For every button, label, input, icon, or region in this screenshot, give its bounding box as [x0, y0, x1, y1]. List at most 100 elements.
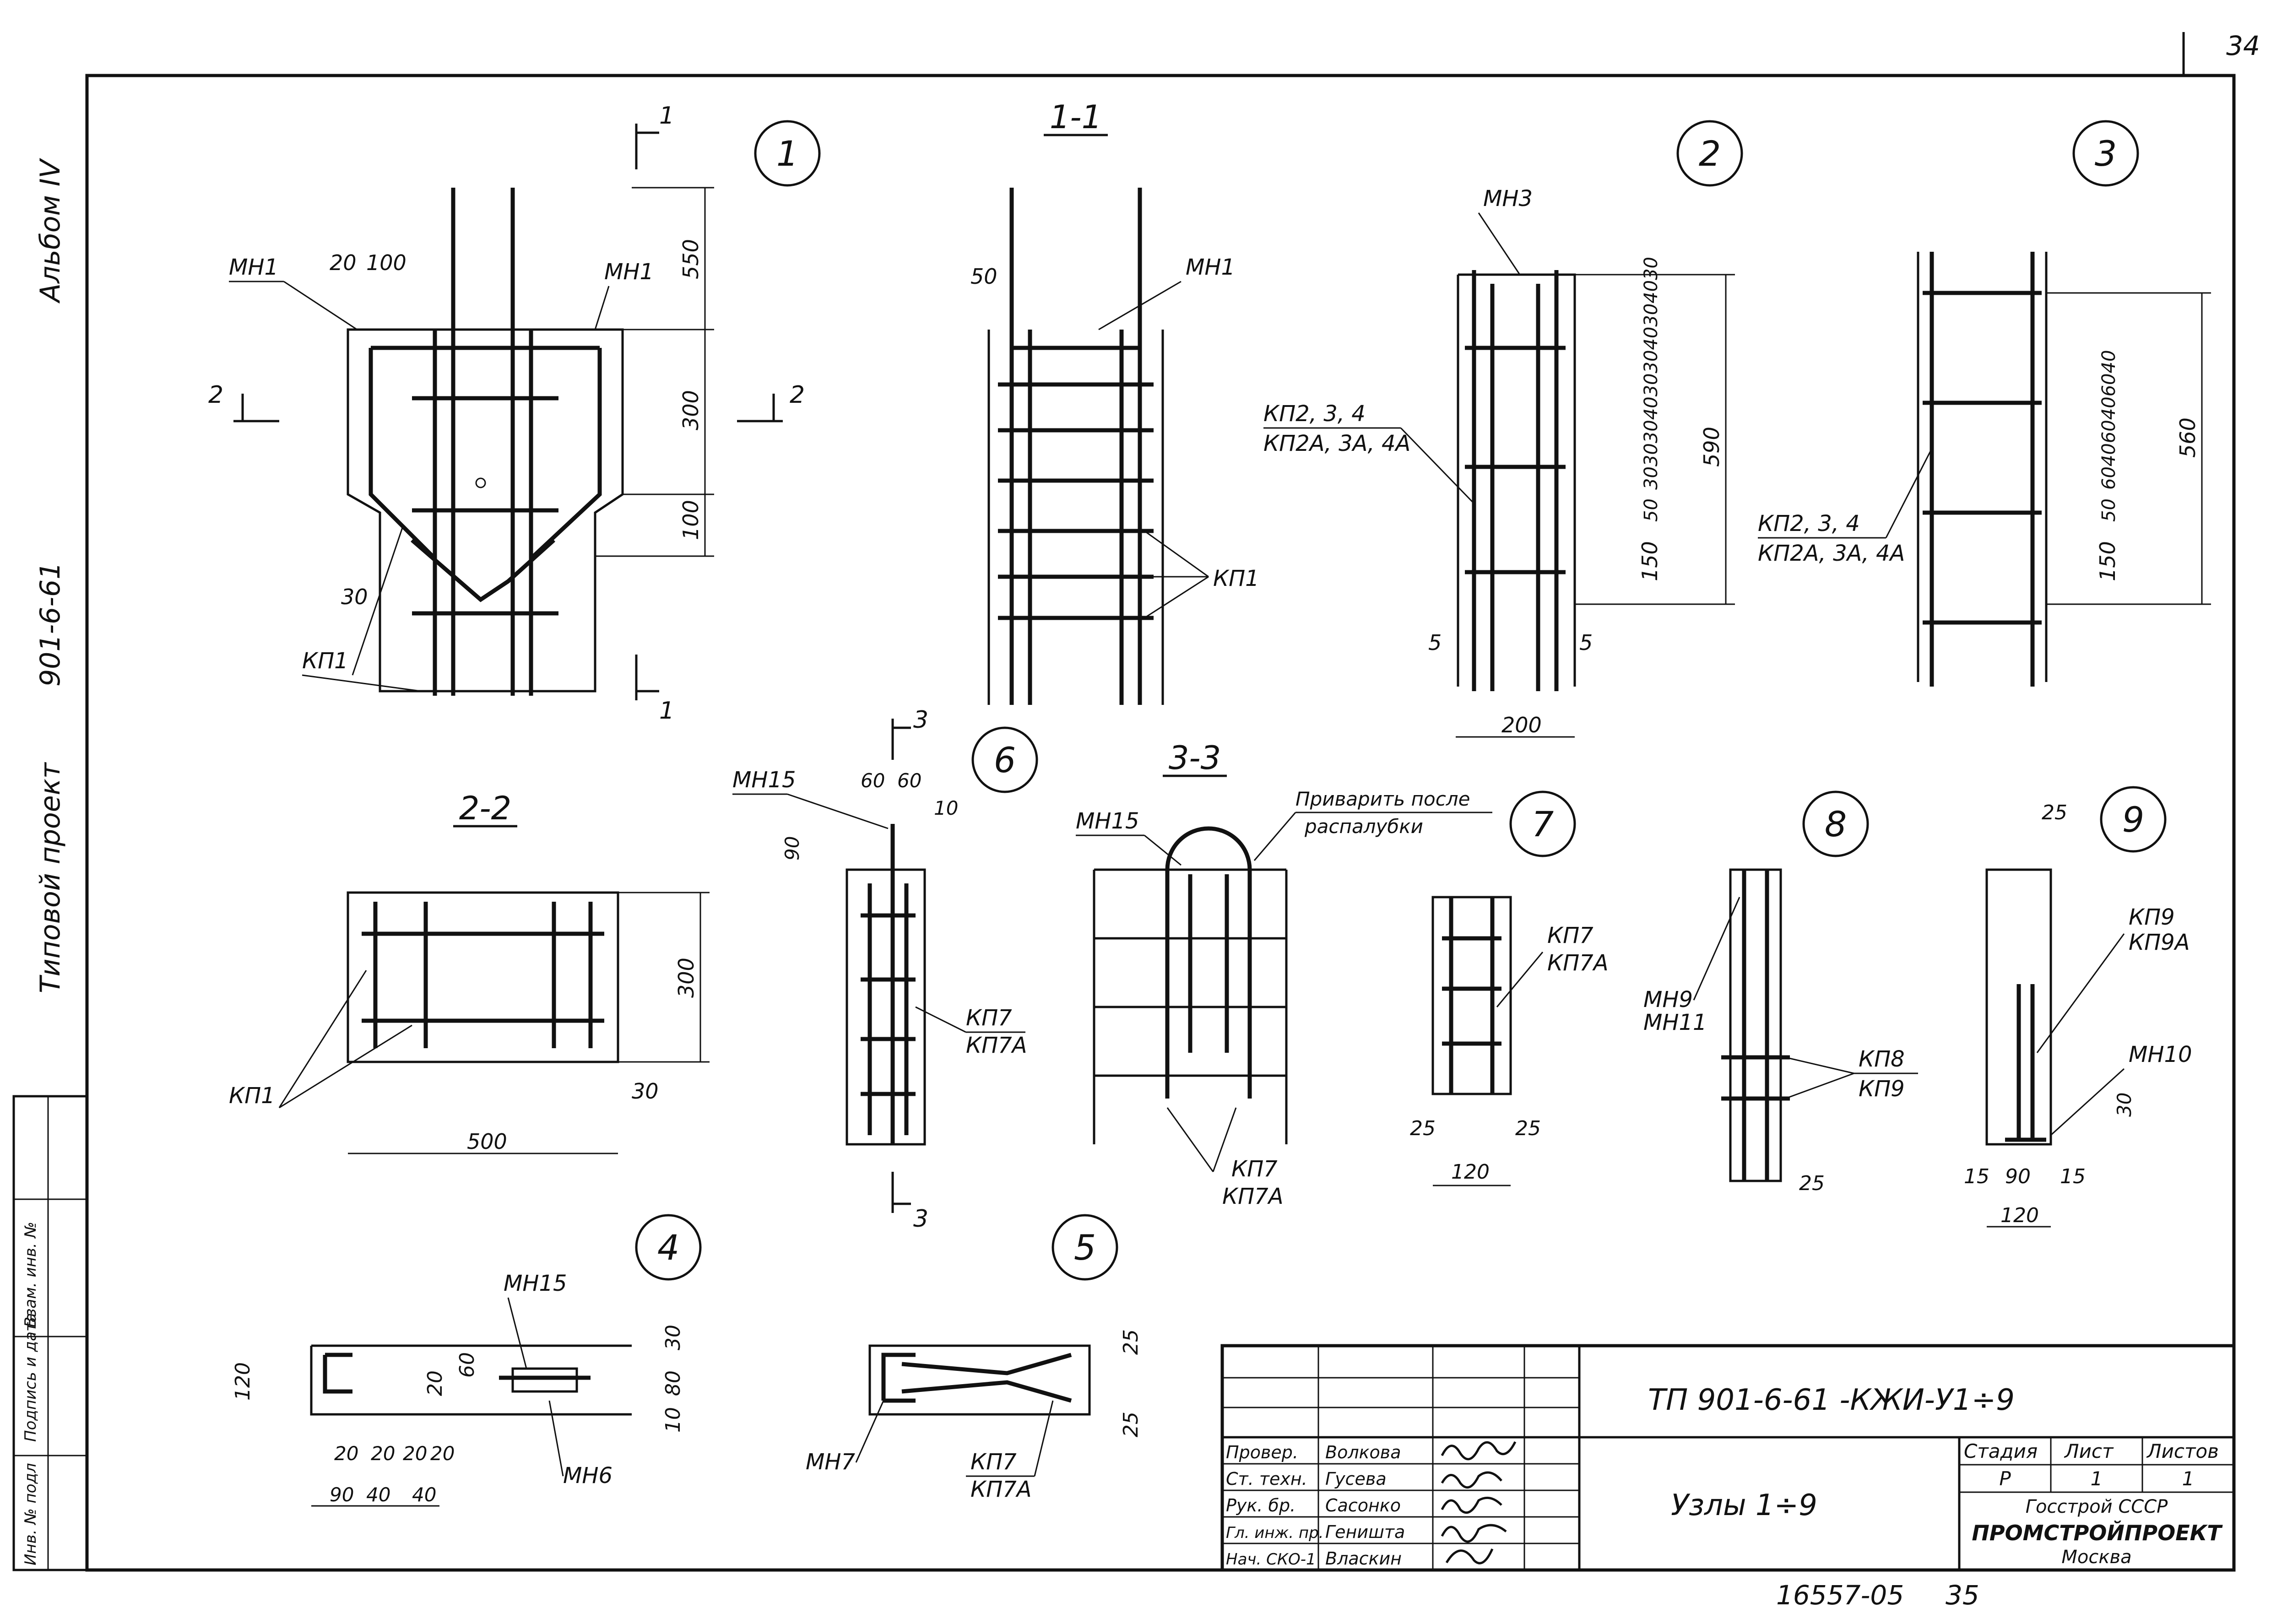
node-marker-9: 9 — [2100, 786, 2167, 853]
svg-text:90: 90 — [330, 1483, 354, 1506]
svg-text:1: 1 — [2091, 1467, 2103, 1490]
drawing-code: ТП 901-6-61 -КЖИ-У1÷9 — [1648, 1383, 2015, 1417]
svg-text:распалубки: распалубки — [1304, 815, 1423, 838]
svg-text:100: 100 — [366, 250, 407, 275]
svg-text:Геништа: Геништа — [1325, 1522, 1405, 1542]
svg-text:МН6: МН6 — [563, 1463, 612, 1489]
node-marker-1: 1 — [754, 120, 821, 187]
svg-text:КП2, 3, 4: КП2, 3, 4 — [1263, 401, 1366, 427]
svg-text:МН15: МН15 — [1076, 808, 1139, 834]
svg-text:МН15: МН15 — [732, 767, 796, 793]
svg-text:50: 50 — [2098, 498, 2119, 522]
svg-text:Стадия: Стадия — [1964, 1440, 2038, 1462]
svg-text:МН9: МН9 — [1643, 987, 1693, 1012]
title-block: ТП 901-6-61 -КЖИ-У1÷9 Узлы 1÷9 Стадия Ли… — [1220, 1344, 2236, 1572]
node-marker-2: 2 — [1676, 120, 1743, 187]
svg-text:9: 9 — [2122, 799, 2144, 840]
svg-text:604060406040: 604060406040 — [2098, 350, 2119, 490]
svg-text:60: 60 — [455, 1352, 479, 1378]
svg-text:25: 25 — [1515, 1117, 1541, 1140]
svg-text:КП2А, 3А, 4А: КП2А, 3А, 4А — [1263, 431, 1410, 456]
svg-text:ПРОМСТРОЙПРОЕКТ: ПРОМСТРОЙПРОЕКТ — [1972, 1521, 2223, 1545]
svg-text:МН1: МН1 — [604, 259, 654, 285]
svg-text:20: 20 — [430, 1442, 455, 1465]
signature-4 — [1441, 1524, 1507, 1543]
stamp-sign-label: Подпись и дата — [22, 1313, 40, 1442]
node-7-drawing: КП7 КП7А 25 25 120 — [1410, 896, 1609, 1186]
svg-text:1: 1 — [659, 102, 674, 130]
album-label: Альбом IV — [34, 158, 66, 304]
svg-text:30: 30 — [632, 1079, 659, 1104]
svg-text:КП7: КП7 — [1231, 1156, 1278, 1182]
svg-text:550: 550 — [678, 239, 703, 279]
svg-text:КП7А: КП7А — [970, 1477, 1032, 1502]
section-3-3-drawing: 3-3 Приварить после распалубки МН15 КП7 … — [1076, 739, 1492, 1209]
node-3-drawing: 560 150 50 604060406040 КП2, 3, 4 КП2А, … — [1758, 252, 2211, 687]
svg-text:КП9А: КП9А — [2129, 930, 2190, 955]
drawing-title: Узлы 1÷9 — [1671, 1489, 1817, 1522]
svg-text:5: 5 — [1579, 630, 1593, 655]
svg-text:25: 25 — [1799, 1172, 1825, 1195]
svg-text:15: 15 — [1964, 1165, 1989, 1188]
svg-text:КП7А: КП7А — [966, 1033, 1027, 1058]
stamp-replace-label: Взам. инв. № — [22, 1222, 40, 1327]
node-marker-8: 8 — [1802, 790, 1869, 857]
svg-text:2: 2 — [208, 381, 223, 409]
signature-2 — [1441, 1471, 1502, 1489]
svg-text:120: 120 — [2000, 1204, 2039, 1227]
svg-text:25: 25 — [2042, 801, 2067, 824]
node-5-drawing: 25 25 МН7 КП7 КП7А — [806, 1329, 1143, 1502]
svg-text:25: 25 — [1119, 1412, 1143, 1437]
svg-text:90: 90 — [2005, 1165, 2031, 1188]
sheet-number: 34 — [2226, 30, 2260, 61]
archive-number: 16557-05 — [1776, 1580, 1904, 1611]
svg-text:Приварить после: Приварить после — [1295, 788, 1470, 810]
stamp-inv-label: Инв. № подл — [22, 1463, 40, 1565]
svg-text:20: 20 — [371, 1442, 395, 1465]
svg-text:90: 90 — [781, 836, 803, 861]
svg-text:7: 7 — [1532, 804, 1554, 844]
svg-text:300: 300 — [678, 390, 703, 430]
svg-text:МН15: МН15 — [504, 1271, 567, 1296]
svg-text:Рук. бр.: Рук. бр. — [1226, 1495, 1295, 1516]
svg-text:3-3: 3-3 — [1169, 739, 1221, 777]
svg-text:МН1: МН1 — [229, 254, 278, 280]
svg-text:50: 50 — [970, 264, 997, 289]
node-8-drawing: МН9 МН11 КП8 КП9 25 — [1643, 868, 1918, 1195]
svg-text:1: 1 — [659, 697, 674, 725]
svg-text:Ст. техн.: Ст. техн. — [1226, 1469, 1307, 1489]
svg-text:3: 3 — [913, 706, 928, 734]
svg-text:КП2А, 3А, 4А: КП2А, 3А, 4А — [1758, 541, 1905, 566]
svg-text:Листов: Листов — [2146, 1440, 2219, 1462]
svg-text:30: 30 — [661, 1325, 685, 1350]
svg-text:МН10: МН10 — [2129, 1042, 2192, 1067]
svg-text:2: 2 — [790, 381, 805, 409]
svg-text:5: 5 — [1428, 630, 1442, 655]
svg-text:40: 40 — [366, 1483, 390, 1506]
signature-3 — [1441, 1496, 1502, 1514]
svg-text:80: 80 — [661, 1370, 685, 1396]
svg-text:КП7А: КП7А — [1222, 1184, 1284, 1209]
svg-text:4: 4 — [657, 1227, 679, 1268]
node-4-drawing: МН15 МН6 120 60 30 80 10 20 20 20 20 20 … — [231, 1271, 685, 1507]
svg-text:КП8: КП8 — [1859, 1046, 1905, 1072]
node-9-drawing: 25 КП9 КП9А МН10 30 15 90 15 120 — [1964, 801, 2192, 1228]
svg-text:200: 200 — [1501, 713, 1542, 737]
svg-text:КП1: КП1 — [1213, 566, 1259, 591]
svg-text:1-1: 1-1 — [1050, 98, 1102, 136]
svg-text:Госстрой СССР: Госстрой СССР — [2026, 1496, 2168, 1517]
svg-text:25: 25 — [1119, 1329, 1143, 1355]
svg-text:30303040303040304030: 30303040303040304030 — [1641, 257, 1662, 490]
node-marker-4: 4 — [635, 1214, 702, 1281]
svg-text:Р: Р — [1999, 1467, 2011, 1490]
svg-text:Лист: Лист — [2064, 1440, 2114, 1462]
svg-text:МН1: МН1 — [1186, 254, 1235, 280]
svg-text:8: 8 — [1825, 804, 1847, 844]
svg-text:3: 3 — [2095, 133, 2117, 174]
svg-text:Волкова: Волкова — [1325, 1442, 1401, 1462]
svg-text:КП9: КП9 — [2129, 904, 2175, 930]
signature-1 — [1441, 1441, 1517, 1461]
section-1-1-drawing: 1-1 50 МН1 КП1 — [970, 98, 1259, 705]
svg-text:560: 560 — [2175, 417, 2200, 458]
